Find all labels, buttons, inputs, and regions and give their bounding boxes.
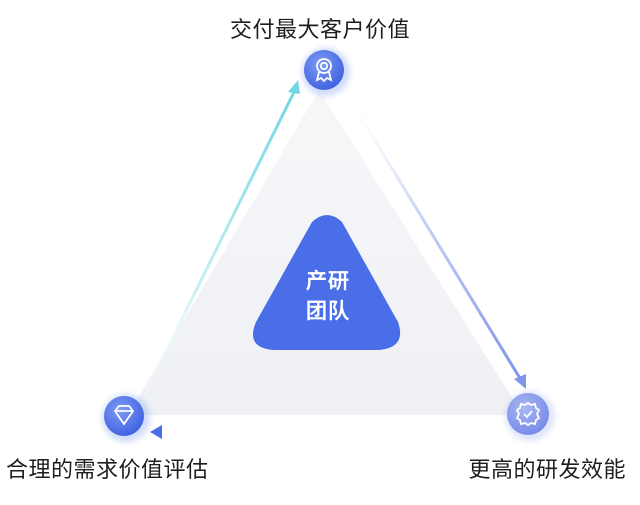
node-label-top: 交付最大客户价值 <box>229 18 410 43</box>
node-right <box>505 391 555 441</box>
arrow-head-left <box>150 425 162 439</box>
award-badge-icon <box>315 58 333 83</box>
arrow-head-top <box>288 80 300 94</box>
diamond-icon <box>113 405 135 426</box>
node-label-left: 合理的需求价值评估 <box>6 458 209 483</box>
node-top <box>302 48 350 96</box>
node-label-right: 更高的研发效能 <box>468 458 626 483</box>
center-label-line1: 产研 <box>306 269 350 293</box>
arrow-head-right <box>514 374 526 389</box>
node-left <box>102 394 150 442</box>
edge-left <box>140 87 298 401</box>
center-triangle <box>252 215 401 350</box>
edge-right <box>341 87 523 381</box>
center-label-line2: 团队 <box>306 299 350 323</box>
gear-check-icon <box>515 401 541 427</box>
